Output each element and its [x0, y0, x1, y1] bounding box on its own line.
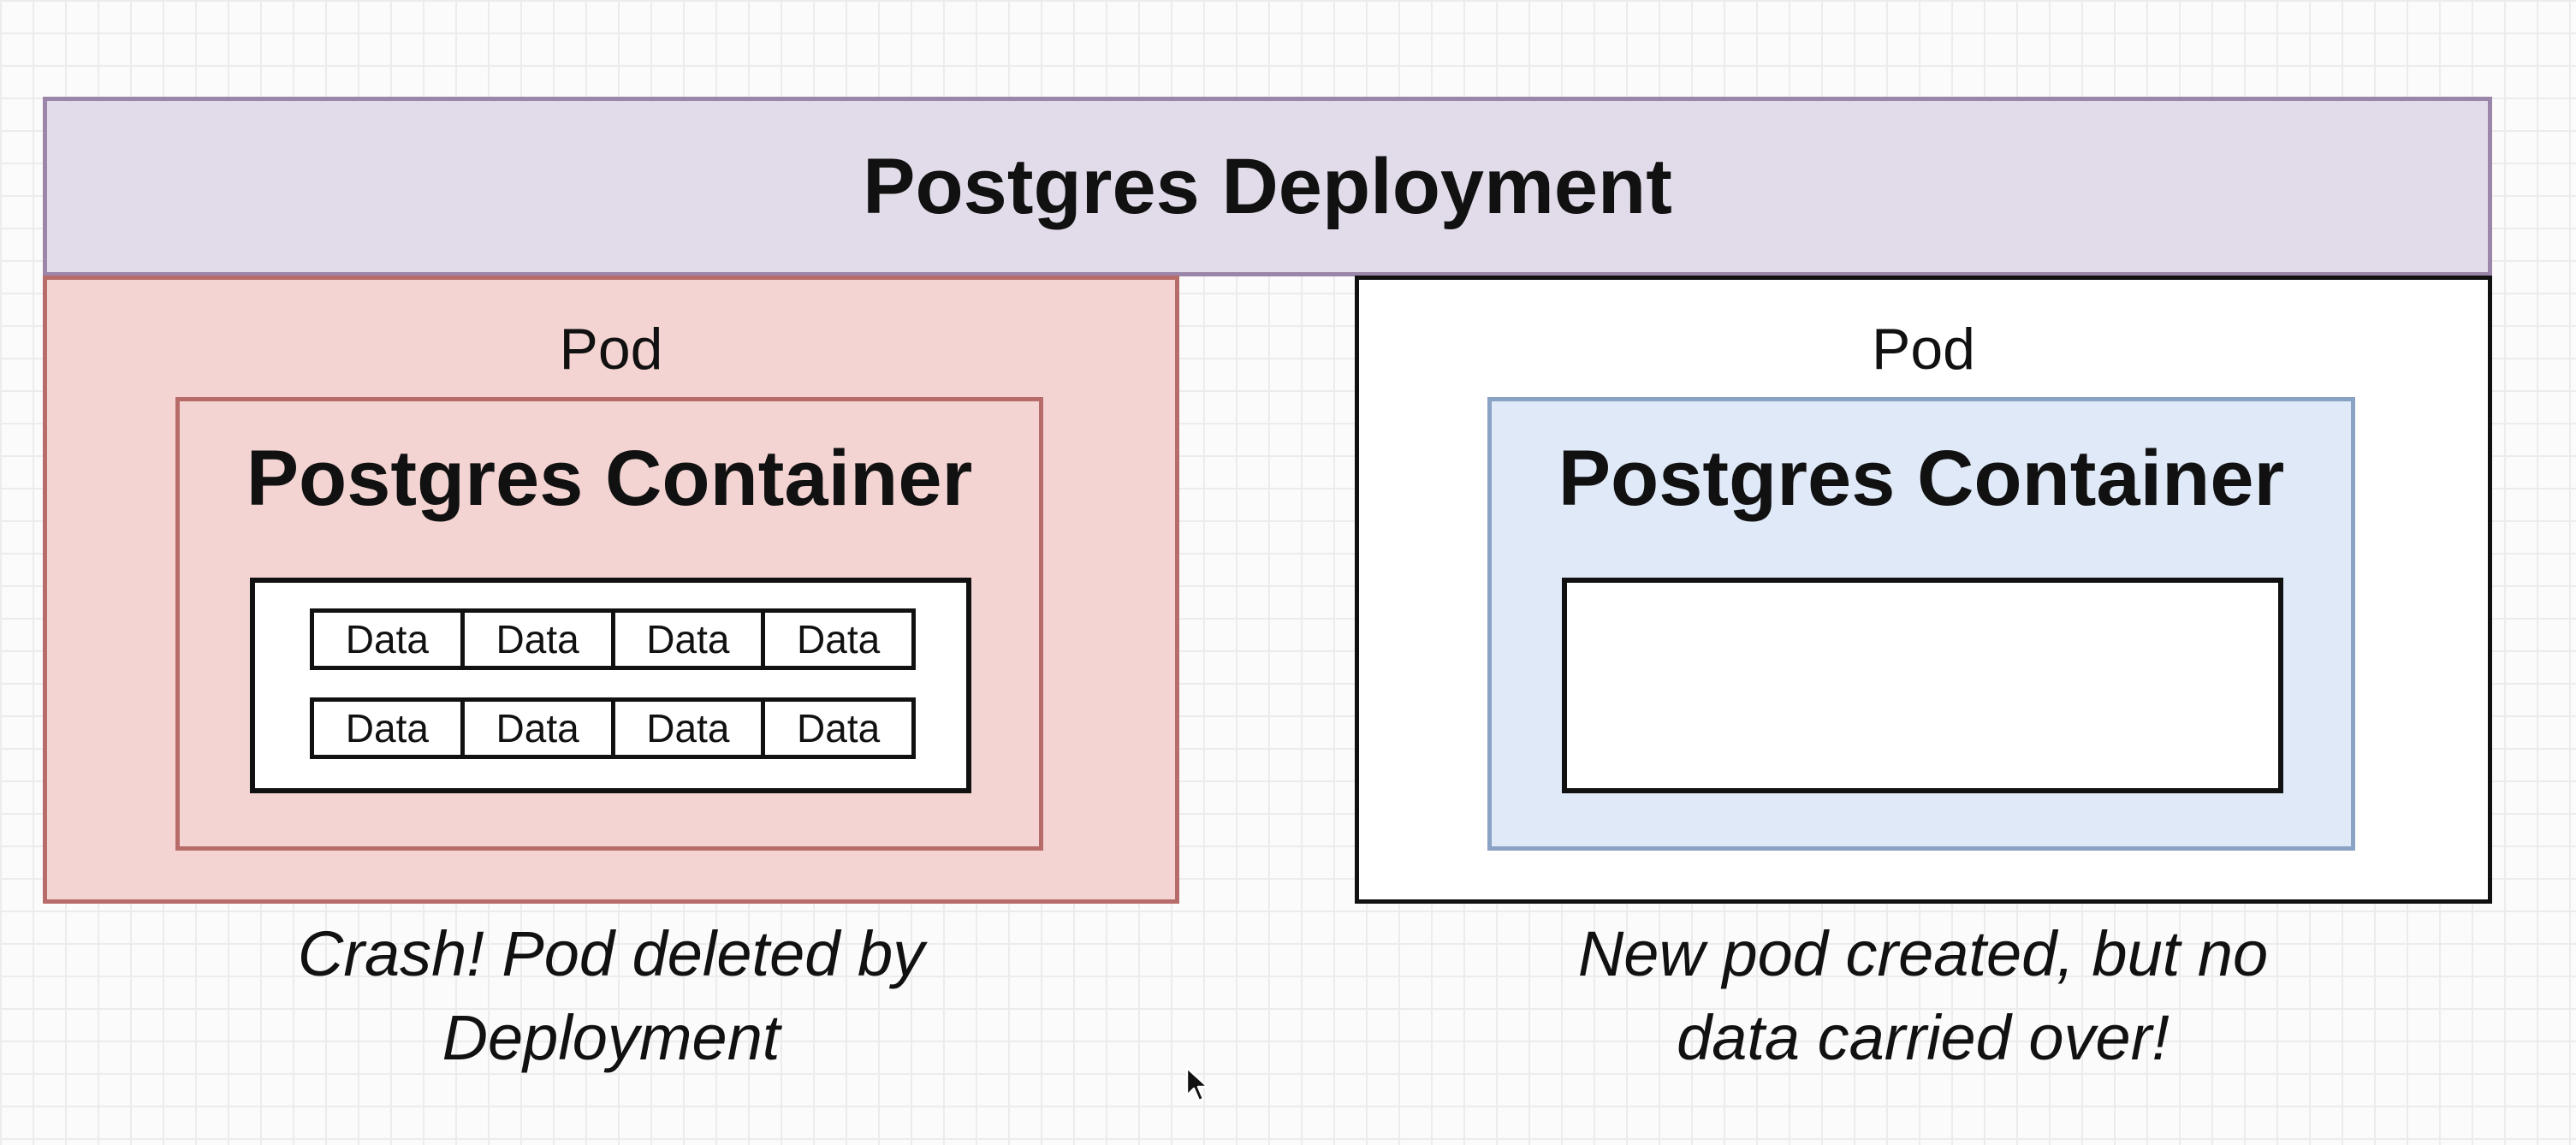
caption-crash: Crash! Pod deleted by Deployment: [140, 912, 1082, 1080]
pod-label: Pod: [559, 317, 663, 382]
postgres-container-new: Postgres Container: [1487, 397, 2355, 851]
pod-crashed: Pod Postgres Container Data Data Data Da…: [43, 276, 1179, 904]
data-volume: Data Data Data Data Data Data Data Data: [250, 578, 971, 793]
pod-label: Pod: [1872, 317, 1975, 382]
pod-new: Pod Postgres Container: [1355, 276, 2492, 904]
deployment-title: Postgres Deployment: [863, 142, 1672, 230]
data-cell: Data: [797, 706, 881, 750]
postgres-container-crashed: Postgres Container Data Data Data Data D…: [175, 397, 1043, 851]
data-cell: Data: [465, 702, 615, 755]
data-cell: Data: [314, 613, 465, 666]
data-cell: Data: [615, 702, 766, 755]
data-cell: Data: [797, 617, 881, 661]
caption-line: Crash! Pod deleted by: [297, 918, 925, 989]
data-cell: Data: [465, 613, 615, 666]
data-row: Data Data Data Data: [310, 697, 916, 759]
caption-line: Deployment: [442, 1002, 781, 1073]
container-title: Postgres Container: [1558, 435, 2285, 522]
mouse-pointer-icon: [1185, 1066, 1209, 1102]
container-title: Postgres Container: [246, 435, 973, 522]
caption-new-pod: New pod created, but no data carried ove…: [1452, 912, 2394, 1080]
data-row: Data Data Data Data: [310, 608, 916, 670]
caption-line: data carried over!: [1677, 1002, 2169, 1073]
deployment-box: Postgres Deployment: [43, 97, 2492, 276]
data-cell: Data: [615, 613, 766, 666]
data-volume-empty: [1562, 578, 2283, 793]
data-cell: Data: [314, 702, 465, 755]
caption-line: New pod created, but no: [1577, 918, 2269, 989]
